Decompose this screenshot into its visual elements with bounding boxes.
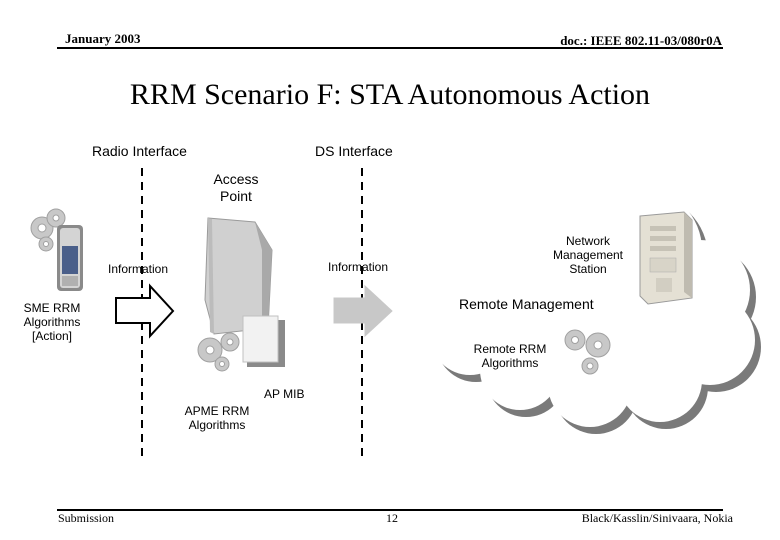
remote-management-label: Remote Management bbox=[459, 296, 594, 312]
information-left-label: Information bbox=[108, 262, 169, 276]
footer-submission: Submission bbox=[58, 511, 115, 525]
remote-rrm-label: Remote RRM Algorithms bbox=[473, 342, 547, 370]
page-title: RRM Scenario F: STA Autonomous Action bbox=[129, 78, 651, 111]
apme-rrm-label: APME RRM Algorithms bbox=[184, 404, 250, 432]
gray-arrow-icon bbox=[333, 284, 393, 338]
pda-device-icon bbox=[57, 225, 83, 291]
gears-icon bbox=[30, 208, 66, 252]
access-point-label: Access Point bbox=[213, 171, 259, 204]
document-icon bbox=[242, 315, 285, 367]
network-management-station-label: Network Management Station bbox=[552, 234, 624, 276]
access-point-icon bbox=[204, 217, 273, 335]
ds-interface-label: DS Interface bbox=[315, 143, 393, 159]
information-right-label: Information bbox=[328, 260, 389, 274]
arrow-icon bbox=[115, 283, 175, 339]
ap-gears-icon bbox=[197, 332, 240, 372]
server-tower-icon bbox=[639, 211, 693, 305]
footer-page-number: 12 bbox=[386, 511, 398, 525]
footer-authors: Black/Kasslin/Sinivaara, Nokia bbox=[581, 511, 733, 525]
radio-interface-label: Radio Interface bbox=[92, 143, 187, 159]
header-doc-id: doc.: IEEE 802.11-03/080r0A bbox=[560, 33, 722, 48]
header-rule bbox=[57, 47, 723, 49]
footer-rule bbox=[57, 509, 723, 511]
ap-mib-label: AP MIB bbox=[264, 387, 305, 401]
cloud-gears-icon bbox=[564, 329, 611, 375]
sme-rrm-label: SME RRM Algorithms [Action] bbox=[23, 301, 81, 343]
header-date: January 2003 bbox=[65, 31, 141, 46]
